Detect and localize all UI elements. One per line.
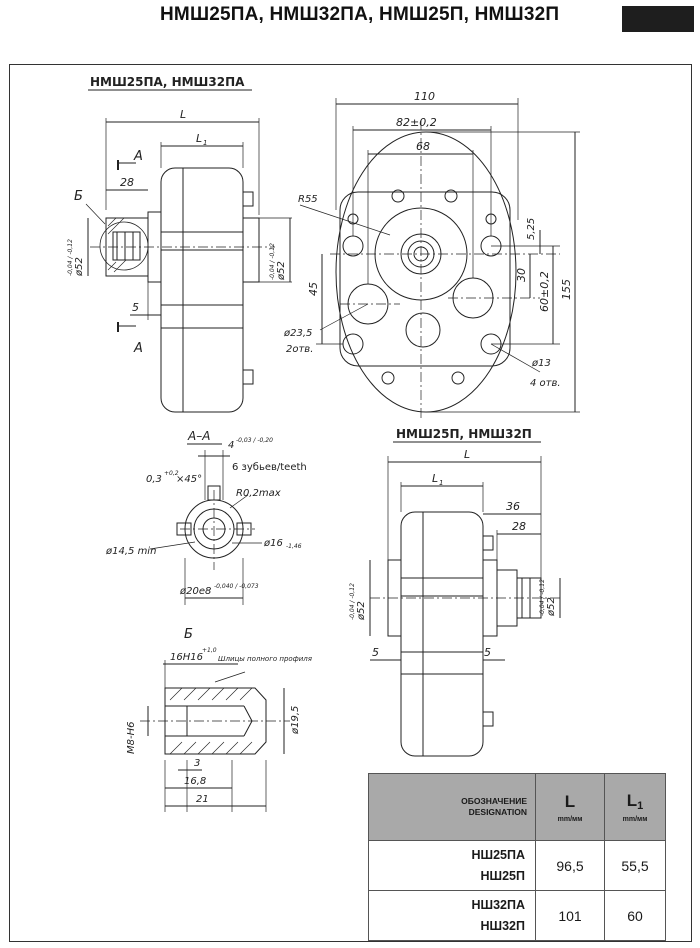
side-pa-L1: L xyxy=(196,132,202,145)
side-p-L1-sub: 1 xyxy=(439,479,443,487)
side-pa-dim-5: 5 xyxy=(132,301,139,314)
detail-b-dim-168: 16,8 xyxy=(184,776,206,787)
detail-b-dim-3: 3 xyxy=(194,758,200,769)
L-header: L mm/мм xyxy=(535,773,605,841)
detail-b xyxy=(140,660,290,812)
section-aa-chamfer-tol: +0,2 xyxy=(164,470,179,477)
side-pa-section-a-bottom: А xyxy=(133,341,143,356)
section-aa xyxy=(149,443,262,605)
side-pa-detail-b: Б xyxy=(74,189,83,204)
header-black-block xyxy=(622,6,694,32)
front-dia-13: ø13 xyxy=(531,358,551,369)
side-pa-dia-left-tol: -0,04 / -0,12 xyxy=(67,239,74,276)
section-aa-dia-20-tol: -0,040 / -0,073 xyxy=(214,583,259,590)
front-dim-45: 45 xyxy=(307,282,320,296)
L1-header-sub: 1 xyxy=(637,800,644,812)
front-r55: R55 xyxy=(298,194,318,205)
side-p-dia-right: ø52 xyxy=(546,597,557,617)
model-name: НШ32П xyxy=(480,918,525,933)
section-aa-radius: R0,2max xyxy=(236,488,281,499)
front-holes-4: 4 отв. xyxy=(530,378,561,389)
section-aa-chamfer: 0,3 xyxy=(146,474,162,485)
side-p-dim-5b: 5 xyxy=(484,646,491,659)
dimensions-table: ОБОЗНАЧЕНИЕ DESIGNATION L mm/мм L1 mm/мм… xyxy=(368,773,666,941)
L-header-unit: mm/мм xyxy=(557,815,583,823)
model-cell: НШ32ПА НШ32П xyxy=(368,890,536,941)
L-value: 101 xyxy=(535,890,605,941)
front-dim-155: 155 xyxy=(560,279,573,300)
model-name: НШ32ПА xyxy=(471,897,525,912)
L-value: 96,5 xyxy=(535,840,605,891)
side-p-dim-36: 36 xyxy=(506,500,520,513)
detail-b-thread: М8-Н6 xyxy=(126,722,137,754)
table-row: НШ25ПА НШ25П 96,5 55,5 xyxy=(368,840,666,891)
designation-ru: ОБОЗНАЧЕНИЕ xyxy=(461,796,527,806)
model-name: НШ25П xyxy=(480,868,525,883)
front-dim-82: 82±0,2 xyxy=(396,116,437,129)
side-p-dim-28: 28 xyxy=(512,520,526,533)
front-dim-30: 30 xyxy=(515,268,528,282)
side-view-pa xyxy=(85,89,292,413)
L1-header-unit: mm/мм xyxy=(622,816,648,823)
side-view-p xyxy=(369,441,561,757)
designation-header: ОБОЗНАЧЕНИЕ DESIGNATION xyxy=(368,773,536,841)
model-name: НШ25ПА xyxy=(471,847,525,862)
detail-b-note: Шлицы полного профиля xyxy=(218,655,312,663)
table-header-row: ОБОЗНАЧЕНИЕ DESIGNATION L mm/мм L1 mm/мм xyxy=(368,773,666,841)
front-dia-235: ø23,5 xyxy=(283,328,312,339)
front-holes-2: 2отв. xyxy=(286,344,313,355)
section-aa-chamfer-angle: ×45° xyxy=(176,474,202,485)
detail-b-title: Б xyxy=(184,627,193,642)
front-dim-68: 68 xyxy=(416,140,430,153)
detail-b-dia-195: ø19,5 xyxy=(290,706,301,735)
L1-header: L1 mm/мм xyxy=(604,773,666,841)
side-p-L: L xyxy=(464,448,470,461)
L-header-label: L xyxy=(564,791,576,811)
section-aa-teeth: 6 зубьев/teeth xyxy=(232,462,307,473)
side-pa-dia-left: ø52 xyxy=(74,257,85,277)
side-p-dia-left-tol: -0,04 / -0,12 xyxy=(349,583,356,620)
detail-b-dim-21: 21 xyxy=(196,794,209,805)
side-pa-section-a-top: А xyxy=(133,149,143,164)
section-aa-dia-20: ø20е8 xyxy=(179,586,211,597)
detail-b-fit-tol: +1,0 xyxy=(202,647,217,654)
side-pa-title: НМШ25ПА, НМШ32ПА xyxy=(90,75,245,89)
front-dim-60: 60±0,2 xyxy=(538,271,551,312)
detail-b-fit: 16Н16 xyxy=(170,652,203,663)
side-pa-L1-sub: 1 xyxy=(203,139,207,147)
header-title: НМШ25ПА, НМШ32ПА, НМШ25П, НМШ32П xyxy=(160,4,560,25)
side-p-title: НМШ25П, НМШ32П xyxy=(396,427,532,441)
front-dim-525: 5,25 xyxy=(526,218,537,240)
side-p-dia-right-tol: -0,04 / -0,12 xyxy=(539,579,546,616)
front-view xyxy=(299,98,580,420)
drawing-frame xyxy=(9,64,692,942)
table-row: НШ32ПА НШ32П 101 60 xyxy=(368,890,666,941)
section-aa-title: А–А xyxy=(187,429,210,443)
side-p-L1: L xyxy=(432,472,438,485)
side-pa-dia-right: ø52 xyxy=(276,261,287,281)
front-dim-110: 110 xyxy=(414,90,435,103)
section-aa-dim-4-tol: -0,03 / -0,20 xyxy=(236,437,273,444)
L1-header-label: L xyxy=(626,791,638,810)
section-aa-dim-4: 4 xyxy=(228,440,234,451)
model-cell: НШ25ПА НШ25П xyxy=(368,840,536,891)
side-pa-L: L xyxy=(180,108,186,121)
section-aa-dia-16-tol: -1,46 xyxy=(286,543,302,550)
L1-header-label-wrap: L1 xyxy=(605,791,665,812)
side-p-dim-5a: 5 xyxy=(372,646,379,659)
L1-value: 60 xyxy=(604,890,666,941)
designation-en: DESIGNATION xyxy=(468,807,527,817)
section-aa-dia-145: ø14,5 min xyxy=(105,546,156,557)
L1-value: 55,5 xyxy=(604,840,666,891)
side-pa-dim-28: 28 xyxy=(120,176,134,189)
side-p-dia-left: ø52 xyxy=(356,601,367,621)
section-aa-dia-16: ø16 xyxy=(263,538,283,549)
side-pa-dia-right-tol: -0,04 / -0,12 xyxy=(269,243,276,280)
